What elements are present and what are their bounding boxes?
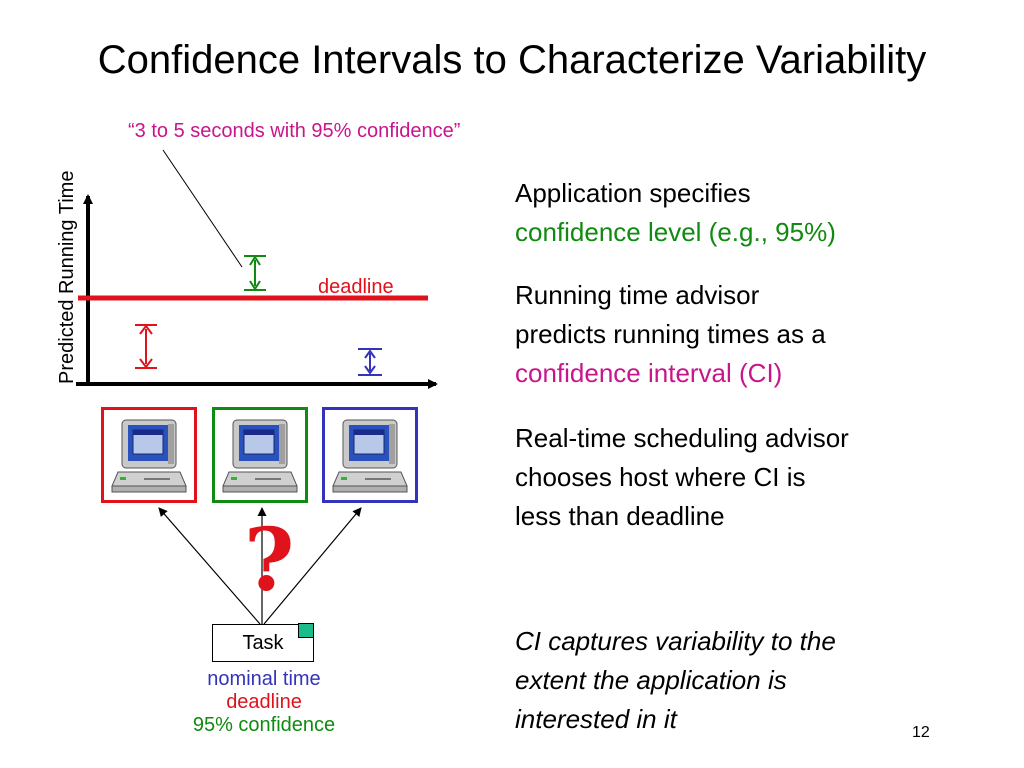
text-line: extent the application is — [515, 665, 787, 695]
text-line: chooses host where CI is — [515, 462, 806, 492]
text-line: Application specifies — [515, 178, 751, 208]
computer-icon — [111, 419, 187, 493]
y-axis-label: Predicted Running Time — [56, 170, 78, 384]
host-red — [101, 407, 197, 503]
task-to-host-blue-arrow — [263, 507, 362, 625]
ci-red — [135, 324, 157, 369]
bullet-ci-variability: CI captures variability to the extent th… — [515, 622, 955, 739]
bullet-scheduling-advisor: Real-time scheduling advisor chooses hos… — [515, 419, 985, 536]
text-line: predicts running times as a — [515, 319, 826, 349]
slide-number: 12 — [912, 724, 930, 741]
computer-icon — [222, 419, 298, 493]
text-line: interested in it — [515, 704, 677, 734]
confidence-quote: “3 to 5 seconds with 95% confidence” — [128, 120, 461, 142]
text-line: Running time advisor — [515, 280, 760, 310]
text-line: Real-time scheduling advisor — [515, 423, 849, 453]
slide-title: Confidence Intervals to Characterize Var… — [97, 38, 927, 82]
deadline-label: deadline — [318, 276, 394, 298]
host-blue — [322, 407, 418, 503]
task-confidence: 95% confidence — [192, 714, 336, 736]
text-line-green: confidence level (e.g., 95%) — [515, 217, 836, 247]
task-box: Task — [212, 624, 314, 662]
task-badge-icon — [298, 623, 314, 638]
task-to-host-red-arrow — [158, 507, 261, 625]
task-deadline: deadline — [226, 691, 302, 713]
bullet-confidence-level: Application specifies confidence level (… — [515, 174, 985, 252]
task-nominal-time: nominal time — [207, 668, 321, 690]
ci-blue — [358, 348, 382, 376]
text-line: CI captures variability to the — [515, 626, 836, 656]
ci-green — [244, 255, 266, 291]
host-green — [212, 407, 308, 503]
bullet-running-time-advisor: Running time advisor predicts running ti… — [515, 276, 985, 393]
question-mark: ? — [244, 510, 295, 611]
text-line: less than deadline — [515, 501, 725, 531]
text-line-magenta: confidence interval (CI) — [515, 358, 783, 388]
computer-icon — [332, 419, 408, 493]
quote-callout-line — [162, 149, 243, 268]
task-label: Task — [242, 632, 284, 654]
